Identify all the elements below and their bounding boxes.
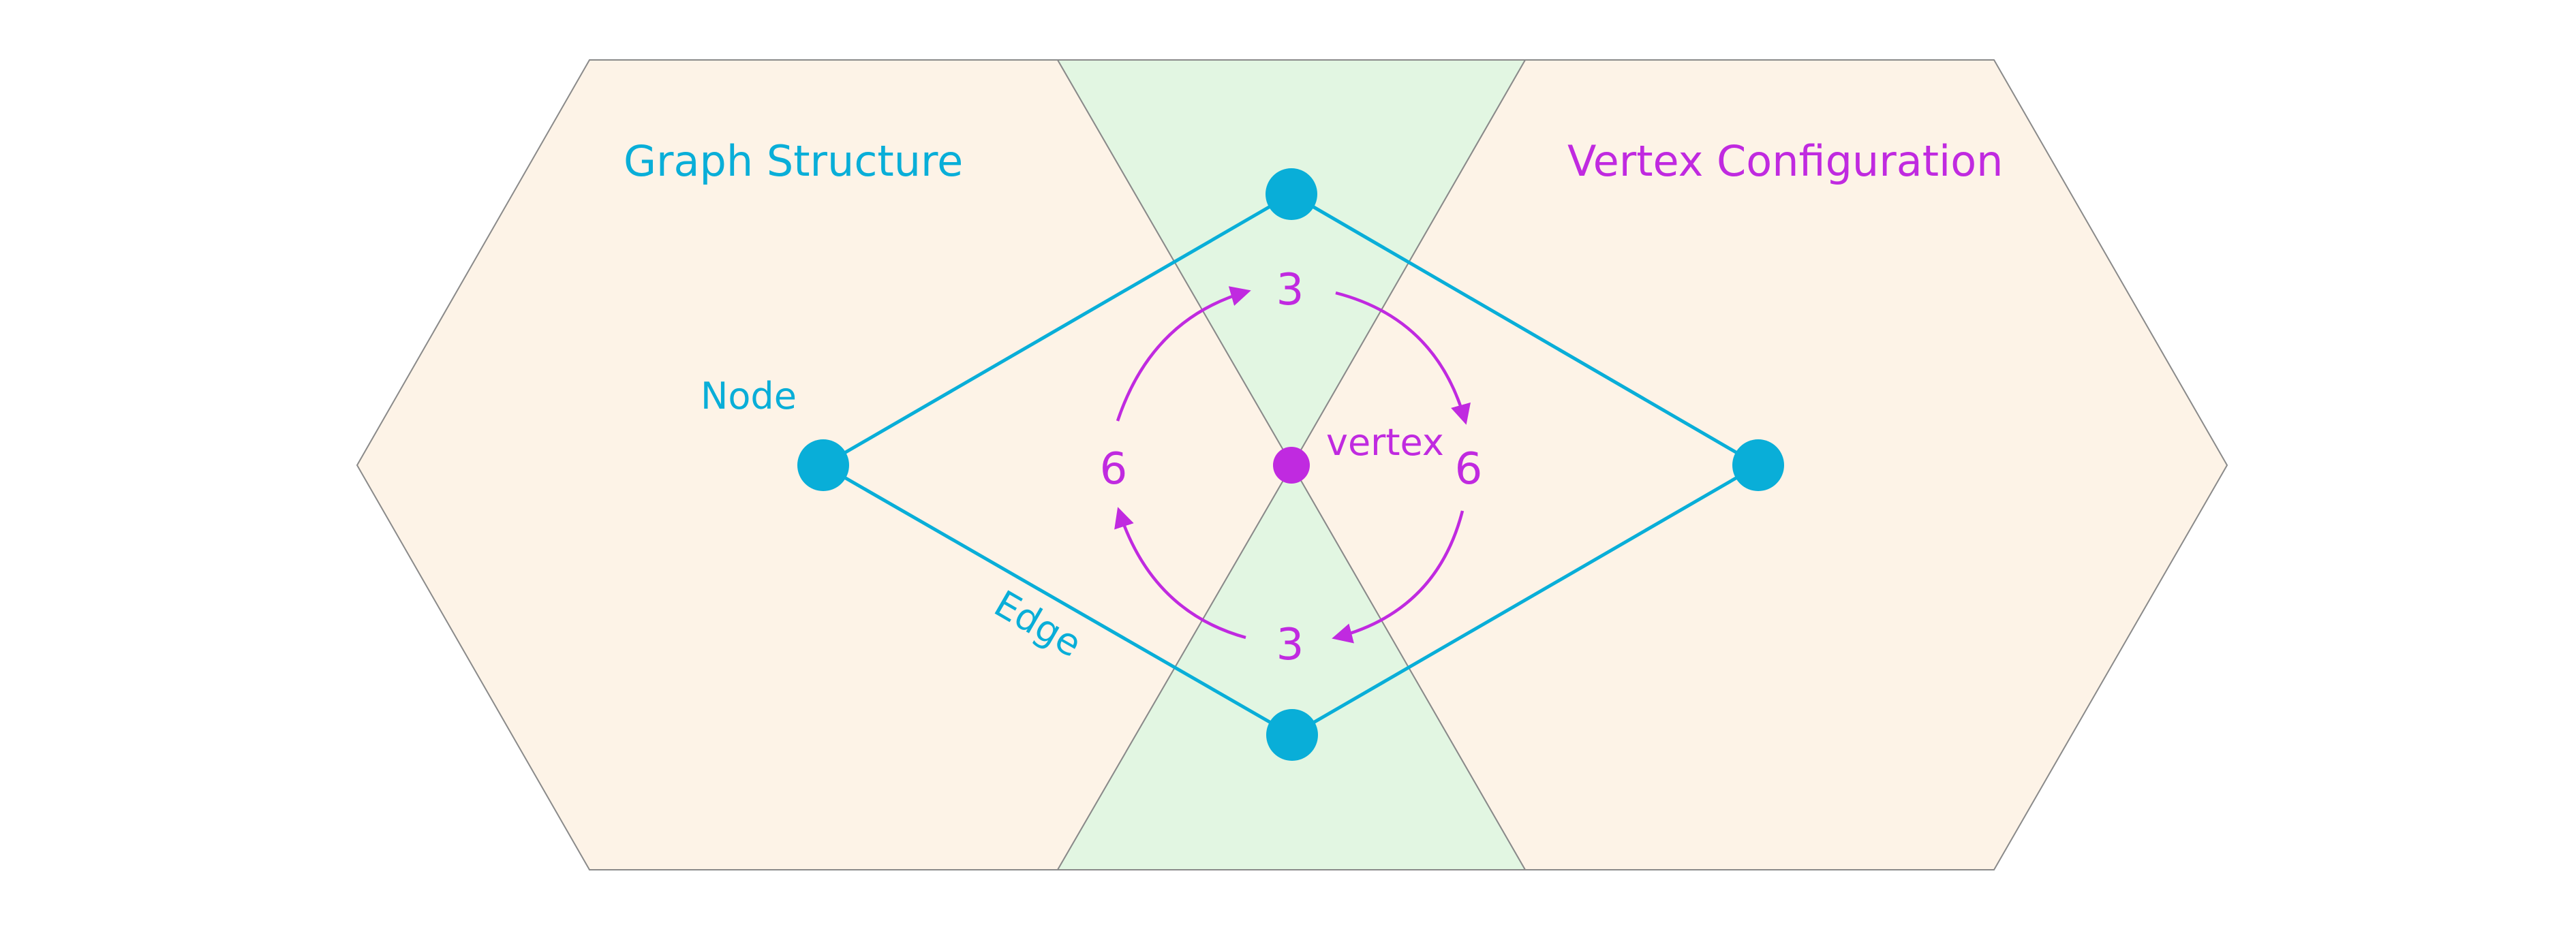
vertex-dot [1273,447,1310,484]
number-top: 3 [1276,265,1304,315]
node-bottom [1266,709,1318,761]
node-top [1266,168,1317,220]
edge-bottom-right [1291,463,1760,737]
number-bottom: 3 [1276,620,1304,670]
node-group [797,168,1784,761]
edge-top-right [1290,192,1760,467]
left-panel-title: Graph Structure [624,136,963,186]
arrow-bottom-left [1114,507,1246,640]
node-right [1732,439,1784,491]
node-left [797,439,849,491]
arrow-top-right [1335,291,1471,425]
number-left: 6 [1100,444,1128,494]
arrow-bottom-right [1332,510,1465,644]
number-right: 6 [1455,444,1483,494]
edge-left-top [822,192,1293,467]
edge-group [822,192,1760,737]
rotation-arrow-group [1114,286,1471,644]
right-panel-title: Vertex Configuration [1567,136,2003,186]
arrow-top-left [1116,286,1251,422]
edge-left-bottom [822,463,1293,737]
node-label: Node [701,375,797,418]
vertex-label: vertex [1326,421,1444,464]
